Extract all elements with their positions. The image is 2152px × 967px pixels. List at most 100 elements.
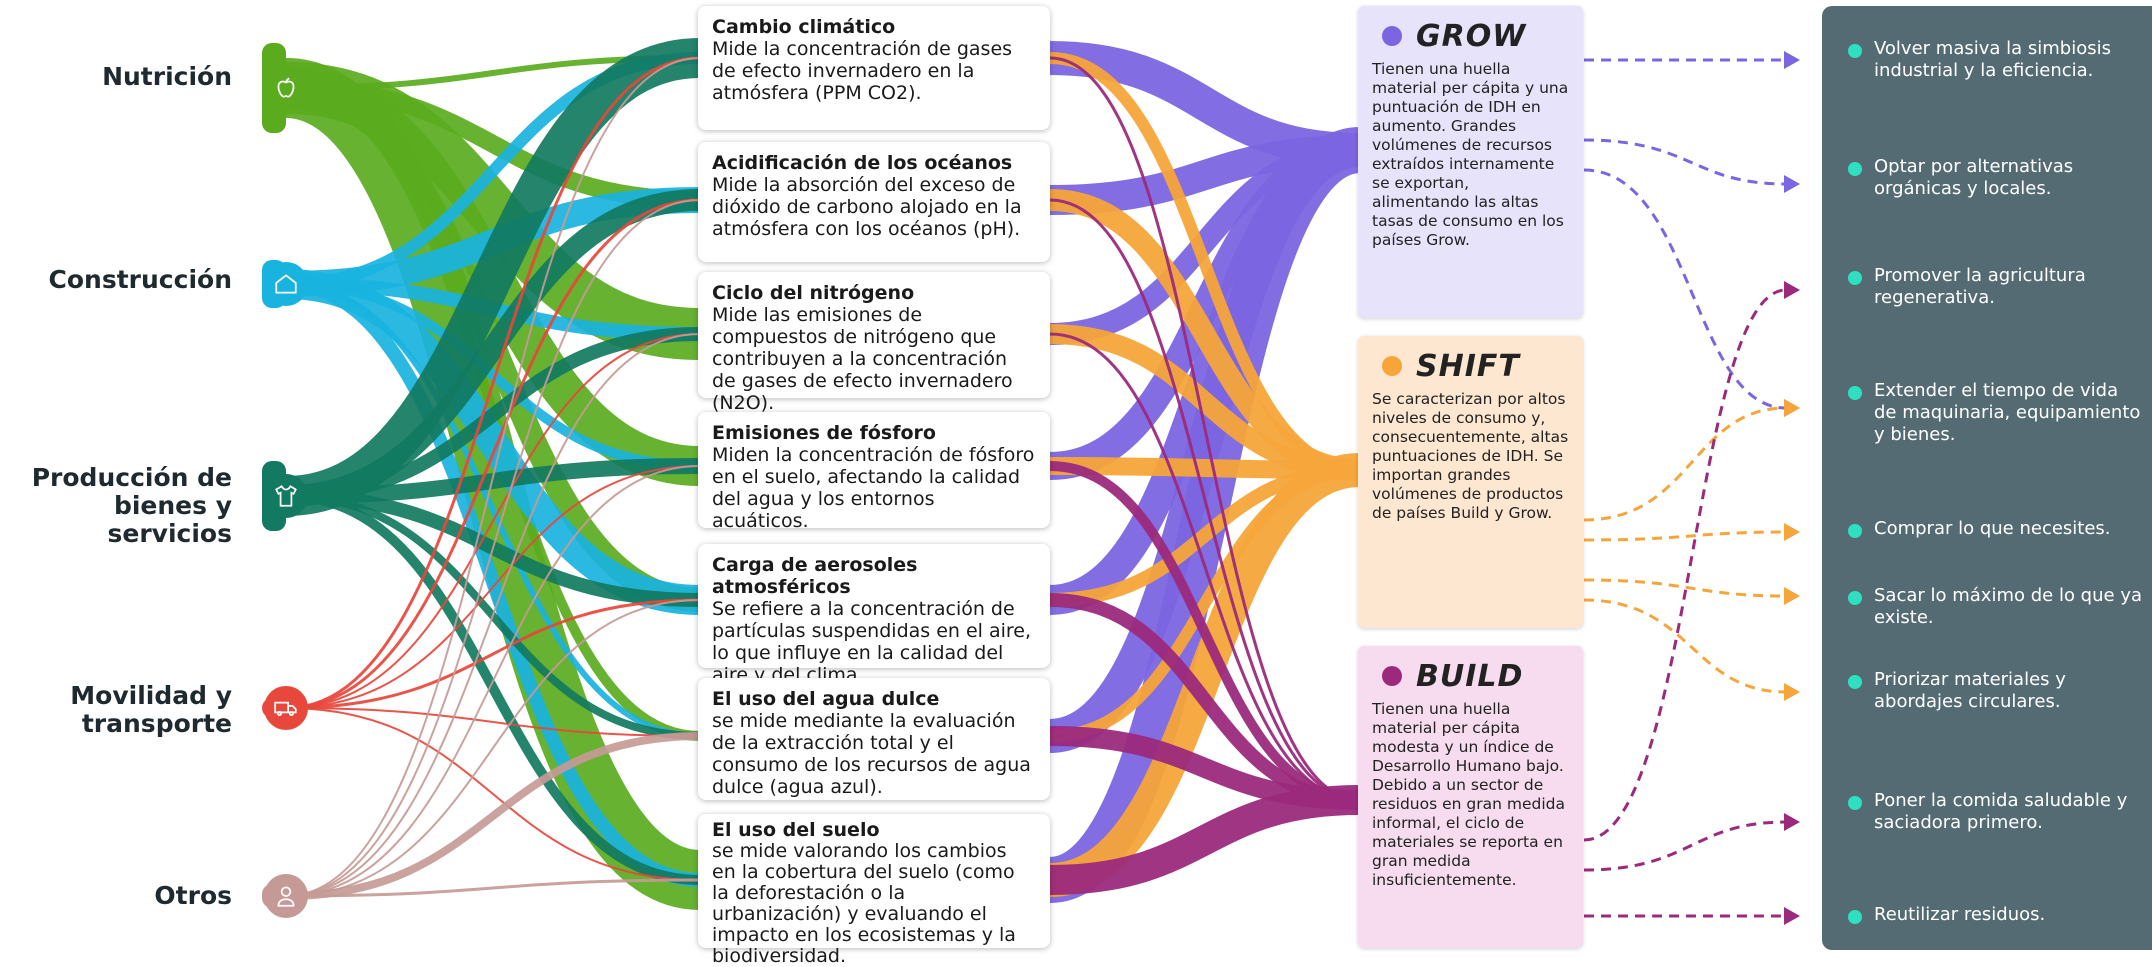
action-item: Extender el tiempo de vida de maquinaria…: [1848, 380, 2144, 446]
action-item: Comprar lo que necesites.: [1848, 518, 2144, 540]
flow-band: [285, 57, 701, 897]
actions-panel: [1822, 6, 2152, 950]
flow-band: [285, 269, 701, 615]
action-item: Poner la comida saludable y saciadora pr…: [1848, 790, 2144, 834]
flow-band: [285, 189, 701, 507]
arrow-head-icon: [1784, 175, 1800, 193]
flow-band: [1049, 785, 1361, 895]
boundary-desc: Mide la concentración de gases de efecto…: [712, 38, 1013, 104]
group-name: BUILD: [1416, 658, 1524, 694]
group-desc: Tienen una huella material per cápita y …: [1372, 60, 1569, 249]
bullet-dot-icon: [1848, 524, 1862, 538]
boundary-title: El uso del suelo: [712, 819, 880, 841]
flow-band: [285, 198, 701, 710]
boundary-title: Carga de aerosoles atmosféricos: [712, 554, 918, 598]
group-name: GROW: [1416, 18, 1527, 54]
boundary-card-agua-dulce: El uso del agua dulce se mide mediante l…: [698, 678, 1050, 800]
flow-band: [285, 333, 701, 709]
arrow-link: [1583, 288, 1787, 842]
bullet-dot-icon: [1848, 675, 1862, 689]
sector-label-otros: Otros: [154, 881, 232, 910]
arrow-link: [1583, 820, 1787, 872]
arrow-link: [1583, 578, 1787, 598]
flow-band: [285, 732, 701, 900]
bullet-dot-icon: [1848, 591, 1862, 605]
flow-band: [285, 333, 701, 897]
action-text: Volver masiva la simbiosis industrial y …: [1874, 38, 2111, 81]
truck-icon: [264, 686, 308, 730]
action-text: Sacar lo máximo de lo que ya existe.: [1874, 585, 2142, 628]
arrow-head-icon: [1784, 281, 1800, 299]
flow-band: [285, 199, 701, 897]
flow-band: [285, 707, 701, 737]
boundary-card-cambio-climatico: Cambio climático Mide la concentración d…: [698, 6, 1050, 130]
action-text: Priorizar materiales y abordajes circula…: [1874, 669, 2066, 712]
boundary-card-ciclo-nitrogeno: Ciclo del nitrógeno Mide las emisiones d…: [698, 272, 1050, 414]
flow-band: [285, 277, 701, 887]
boundary-desc: Mide la absorción del exceso de dióxido …: [712, 174, 1022, 240]
action-item: Priorizar materiales y abordajes circula…: [1848, 669, 2144, 713]
arrow-head-icon: [1784, 683, 1800, 701]
flow-band: [1048, 453, 1362, 897]
flow-band: [1049, 198, 1361, 802]
arrow-head-icon: [1784, 51, 1800, 69]
group-dot: [1382, 356, 1402, 376]
person-icon: [264, 874, 308, 918]
flow-band: [285, 707, 701, 881]
bullet-dot-icon: [1848, 271, 1862, 285]
boundary-desc: se mide mediante la evaluación de la ext…: [712, 710, 1031, 798]
arrow-link: [1583, 168, 1787, 410]
bullet-dot-icon: [1848, 910, 1862, 924]
action-item: Promover la agricultura regenerativa.: [1848, 265, 2144, 309]
flow-band: [285, 491, 701, 885]
apple-icon: [264, 66, 308, 110]
action-item: Reutilizar residuos.: [1848, 904, 2144, 926]
sector-label-produccion: Producción de bienes y servicios: [31, 463, 232, 548]
flow-band: [285, 465, 701, 709]
boundary-title: Acidificación de los océanos: [712, 152, 1013, 174]
arrow-link: [1583, 530, 1787, 542]
boundary-desc: Miden la concentración de fósforo en el …: [712, 444, 1035, 532]
group-name: SHIFT: [1416, 348, 1520, 384]
bullet-dot-icon: [1848, 44, 1862, 58]
arrow-head-icon: [1784, 523, 1800, 541]
flow-band: [285, 599, 701, 897]
action-text: Reutilizar residuos.: [1874, 904, 2046, 925]
group-card-build: BUILD Tienen una huella material per cáp…: [1358, 646, 1583, 948]
arrow-head-icon: [1784, 587, 1800, 605]
action-text: Optar por alternativas orgánicas y local…: [1874, 156, 2074, 199]
boundary-title: Cambio climático: [712, 16, 896, 38]
action-text: Poner la comida saludable y saciadora pr…: [1874, 790, 2128, 833]
flow-band: [285, 878, 701, 898]
boundary-card-uso-suelo: El uso del suelo se mide valorando los c…: [698, 814, 1050, 967]
flow-band: [1049, 332, 1361, 802]
group-desc: Tienen una huella material per cápita mo…: [1372, 700, 1565, 889]
group-card-shift: SHIFT Se caracterizan por altos niveles …: [1358, 336, 1583, 628]
house-icon: [264, 262, 308, 306]
boundary-card-fosforo: Emisiones de fósforo Miden la concentrac…: [698, 412, 1050, 532]
sector-label-movilidad: Movilidad y transporte: [70, 681, 232, 738]
boundary-desc: Se refiere a la concentración de partícu…: [712, 598, 1032, 686]
bullet-dot-icon: [1848, 796, 1862, 810]
flow-band: [1049, 56, 1361, 802]
group-desc: Se caracterizan por altos niveles de con…: [1372, 390, 1569, 522]
flow-band: [285, 598, 701, 710]
arrow-link: [1583, 138, 1787, 186]
sector-label-construccion: Construcción: [48, 265, 232, 294]
action-text: Comprar lo que necesites.: [1874, 518, 2111, 539]
bullet-dot-icon: [1848, 386, 1862, 400]
arrow-link: [1583, 598, 1787, 694]
flow-band: [285, 465, 701, 897]
group-dot: [1382, 666, 1402, 686]
boundary-title: El uso del agua dulce: [712, 688, 940, 710]
arrow-link: [1583, 406, 1787, 522]
boundary-card-aerosoles: Carga de aerosoles atmosféricos Se refie…: [698, 544, 1050, 686]
arrow-head-icon: [1784, 813, 1800, 831]
sector-label-nutricion: Nutrición: [102, 62, 232, 91]
boundary-desc: Mide las emisiones de compuestos de nitr…: [712, 304, 1013, 414]
group-dot: [1382, 26, 1402, 46]
tshirt-icon: [264, 474, 308, 518]
action-item: Optar por alternativas orgánicas y local…: [1848, 156, 2144, 200]
action-text: Promover la agricultura regenerativa.: [1874, 265, 2086, 308]
